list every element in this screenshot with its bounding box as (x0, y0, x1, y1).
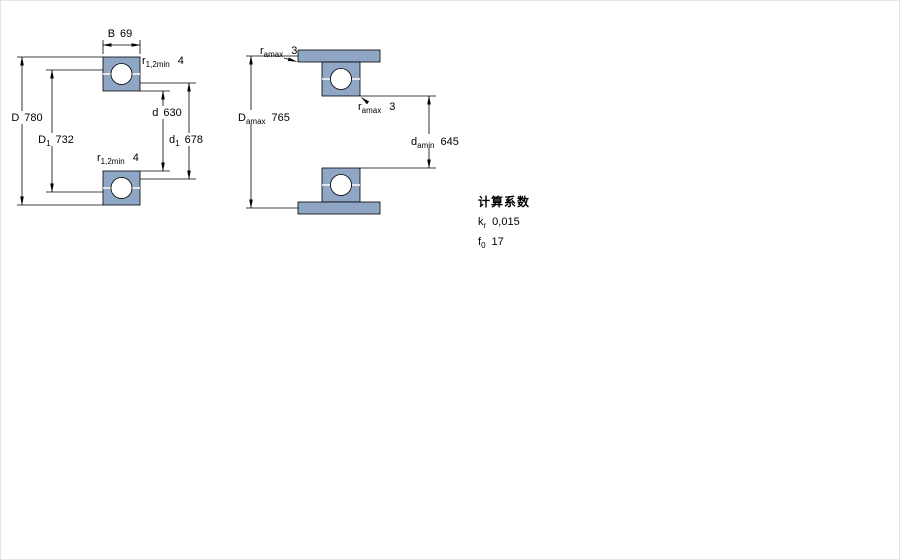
ball-top (110, 63, 133, 85)
factor-kr-row: kr 0,015 (478, 216, 530, 230)
left-bearing-section-view (102, 56, 141, 206)
calculation-factors-title: 计算系数 (478, 195, 531, 209)
factor-symbol: k (478, 216, 484, 228)
factor-subscript: 0 (481, 241, 486, 251)
calculation-factors-block: 计算系数 kr 0,015 f0 17 (478, 193, 530, 250)
factor-subscript: r (483, 221, 487, 231)
ball-bottom (330, 174, 352, 196)
leader-line (283, 57, 297, 62)
label-backing (149, 106, 185, 119)
ball-top (330, 68, 352, 90)
factor-f0-row: f0 17 (478, 236, 530, 250)
factor-value: 0,015 (492, 216, 520, 228)
housing-strip-top (297, 49, 381, 63)
label-backing (407, 134, 467, 148)
housing-strip-bottom (297, 201, 381, 215)
factor-value: 17 (491, 236, 504, 249)
label-backing (8, 111, 48, 124)
label-backing (167, 133, 207, 146)
label-backing (234, 110, 292, 124)
label-backing (35, 133, 77, 146)
factor-symbol: f (478, 236, 482, 249)
leader-line (361, 97, 370, 105)
right-abutment-view (297, 49, 381, 215)
ball-bottom (110, 177, 133, 199)
